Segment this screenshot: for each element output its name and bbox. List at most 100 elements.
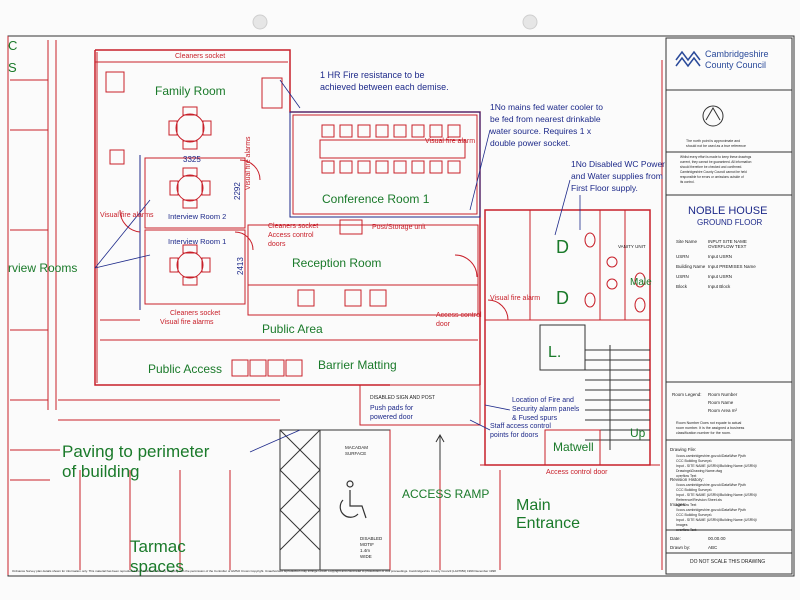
main-entrance-label: Entrance (516, 515, 580, 532)
drawing-file-label: Drawing File: (670, 447, 696, 452)
drawing-file-path: CCC Building Surveys\ (676, 459, 712, 463)
disclaimer: responsible for errors or omissions outs… (680, 175, 744, 179)
disclaimer: current, they cannot be guaranteed. All … (680, 160, 752, 164)
room-legend-note: room number. It is the assigned a busine… (676, 426, 745, 430)
note-fire-resistance: achieved between each demise. (320, 82, 449, 92)
revision-path: Reference\Revision Sheet.xls (676, 498, 722, 502)
note-access-control: Access control (436, 312, 482, 319)
note-cleaners-socket: Cleaners socket (268, 223, 318, 230)
note-staff-access: Staff access control (490, 423, 551, 430)
field-value: Input USRN (708, 254, 732, 259)
tarmac-label: spaces (130, 557, 184, 576)
round-table (169, 167, 211, 209)
note-visual-fire-alarm: Visual fire alarms (100, 212, 154, 219)
revision-path: Input - SITE NAME (USRN)\Building Name (… (676, 493, 757, 497)
dimension-label: 2413 (236, 257, 245, 275)
dimension-label: 2292 (233, 182, 242, 200)
do-not-scale: DO NOT SCALE THIS DRAWING (690, 559, 765, 565)
drawing-file-path: \\cccs.cambridgeshire.gov.uk\DataWise Pj… (676, 454, 746, 458)
note-push-pads: Push pads for (370, 405, 414, 412)
date-label: Date: (670, 536, 681, 541)
room-legend-note: Room Number Does not equate to actual (676, 421, 742, 425)
room-interview-2: Interview Room 2 (168, 212, 226, 221)
disabled-motif-label: DISABLED (360, 536, 383, 541)
note-fire-resistance: 1 HR Fire resistance to be (320, 70, 425, 80)
field-label: USRN (676, 274, 689, 279)
north-note: The north point is approximate and (686, 139, 740, 143)
room-reception: Reception Room (292, 256, 381, 270)
council-name: Cambridgeshire (705, 49, 769, 59)
revision-label: Revision History: (670, 477, 704, 482)
floor-name: GROUND FLOOR (697, 218, 763, 227)
conference-table (319, 124, 466, 174)
wheelchair-icon (339, 480, 367, 519)
room-disabled-wc: D (556, 237, 569, 257)
images-path: \\cccs.cambridgeshire.gov.uk\DataWise Pj… (676, 508, 746, 512)
room-legend-item: Room Number (708, 392, 738, 397)
note-access-control: Access control (268, 232, 314, 239)
room-legend-label: Room Legend: (672, 392, 702, 397)
field-label: Site Name (676, 239, 698, 244)
images-label: Images: (670, 502, 686, 507)
note-fire-panel: & Fused spurs (512, 415, 558, 422)
room-barrier-matting: Barrier Matting (318, 358, 397, 372)
field-value: Input Block (708, 284, 731, 289)
note-disabled-wc: First Floor supply. (571, 183, 638, 193)
images-path: CCC Building Surveys\ (676, 513, 712, 517)
revision-path: \\cccs.cambridgeshire.gov.uk\DataWise Pj… (676, 483, 746, 487)
note-access-control: Access control door (546, 469, 608, 476)
north-note: should not be used as a true reference (686, 144, 746, 148)
note-visual-fire-alarm: Visual fire alarms (160, 319, 214, 326)
macadam-label: MACADAM (345, 445, 368, 450)
room-legend-item: Room Area m² (708, 408, 738, 413)
room-conference: Conference Room 1 (322, 192, 430, 206)
field-label: Building Name (676, 264, 706, 269)
images-path: Images (676, 523, 688, 527)
note-push-pads: powered door (370, 414, 413, 421)
building-name: NOBLE HOUSE (688, 205, 767, 217)
room-lift: L. (548, 344, 561, 361)
title-block (665, 37, 793, 575)
disclaimer: should therefore be checked and confirme… (680, 165, 742, 169)
drawing-file-path: Drawings\Drawing Name.dwg (676, 469, 722, 473)
binder-hole (522, 14, 538, 30)
images-path: Input - SITE NAME (USRN)\Building Name (… (676, 518, 757, 522)
disclaimer: Cambridgeshire County Council cannot be … (680, 170, 747, 174)
room-male-wc: Male (630, 277, 652, 288)
revision-path: CCC Building Surveys\ (676, 488, 712, 492)
disabled-motif-label: 1.4m (360, 548, 370, 553)
tarmac-label: Tarmac (130, 537, 186, 556)
room-legend-note: classification number for the room. (676, 431, 731, 435)
drawn-by-value: ABC (708, 545, 718, 550)
field-value: INPUT SITE NAME (708, 239, 747, 244)
main-entrance-label: Main (516, 497, 551, 514)
paving-label: of building (62, 462, 140, 481)
copyright-text: Ordnance Survey plan details shown for i… (12, 569, 496, 573)
stairs-up-label: Up (630, 426, 646, 440)
note-disabled-wc: 1No Disabled WC Power (571, 159, 665, 169)
note-staff-access: points for doors (490, 432, 539, 439)
note-fire-panel: Location of Fire and (512, 397, 574, 404)
drawing-file-path: Input - SITE NAME (USRN)\Building Name (… (676, 464, 757, 468)
note-water-cooler: 1No mains fed water cooler to (490, 102, 603, 112)
disabled-motif-label: WIDE (360, 554, 372, 559)
note-access-control: door (436, 321, 451, 328)
note-visual-fire-alarm: Visual fire alarm (425, 138, 475, 145)
paving-label: Paving to perimeter (62, 442, 210, 461)
round-table (169, 244, 211, 286)
leader-lines (94, 79, 581, 453)
room-interview-rooms: rview Rooms (8, 261, 77, 275)
vanity-unit-label: VANITY UNIT (618, 244, 646, 249)
note-water-cooler: double power socket. (490, 138, 570, 148)
room-disabled-wc: D (556, 288, 569, 308)
note-access-control: doors (268, 241, 286, 248)
macadam-label: SURFACE (345, 451, 366, 456)
council-name: County Council (705, 60, 766, 70)
room-family: Family Room (155, 84, 226, 98)
field-label: Block (676, 284, 688, 289)
post-storage-label: Post/Storage unit (372, 224, 426, 231)
wc-fixtures (584, 232, 646, 313)
dimension-label: 3325 (183, 155, 201, 164)
field-value: OVERFLOW TEXT (708, 244, 747, 249)
